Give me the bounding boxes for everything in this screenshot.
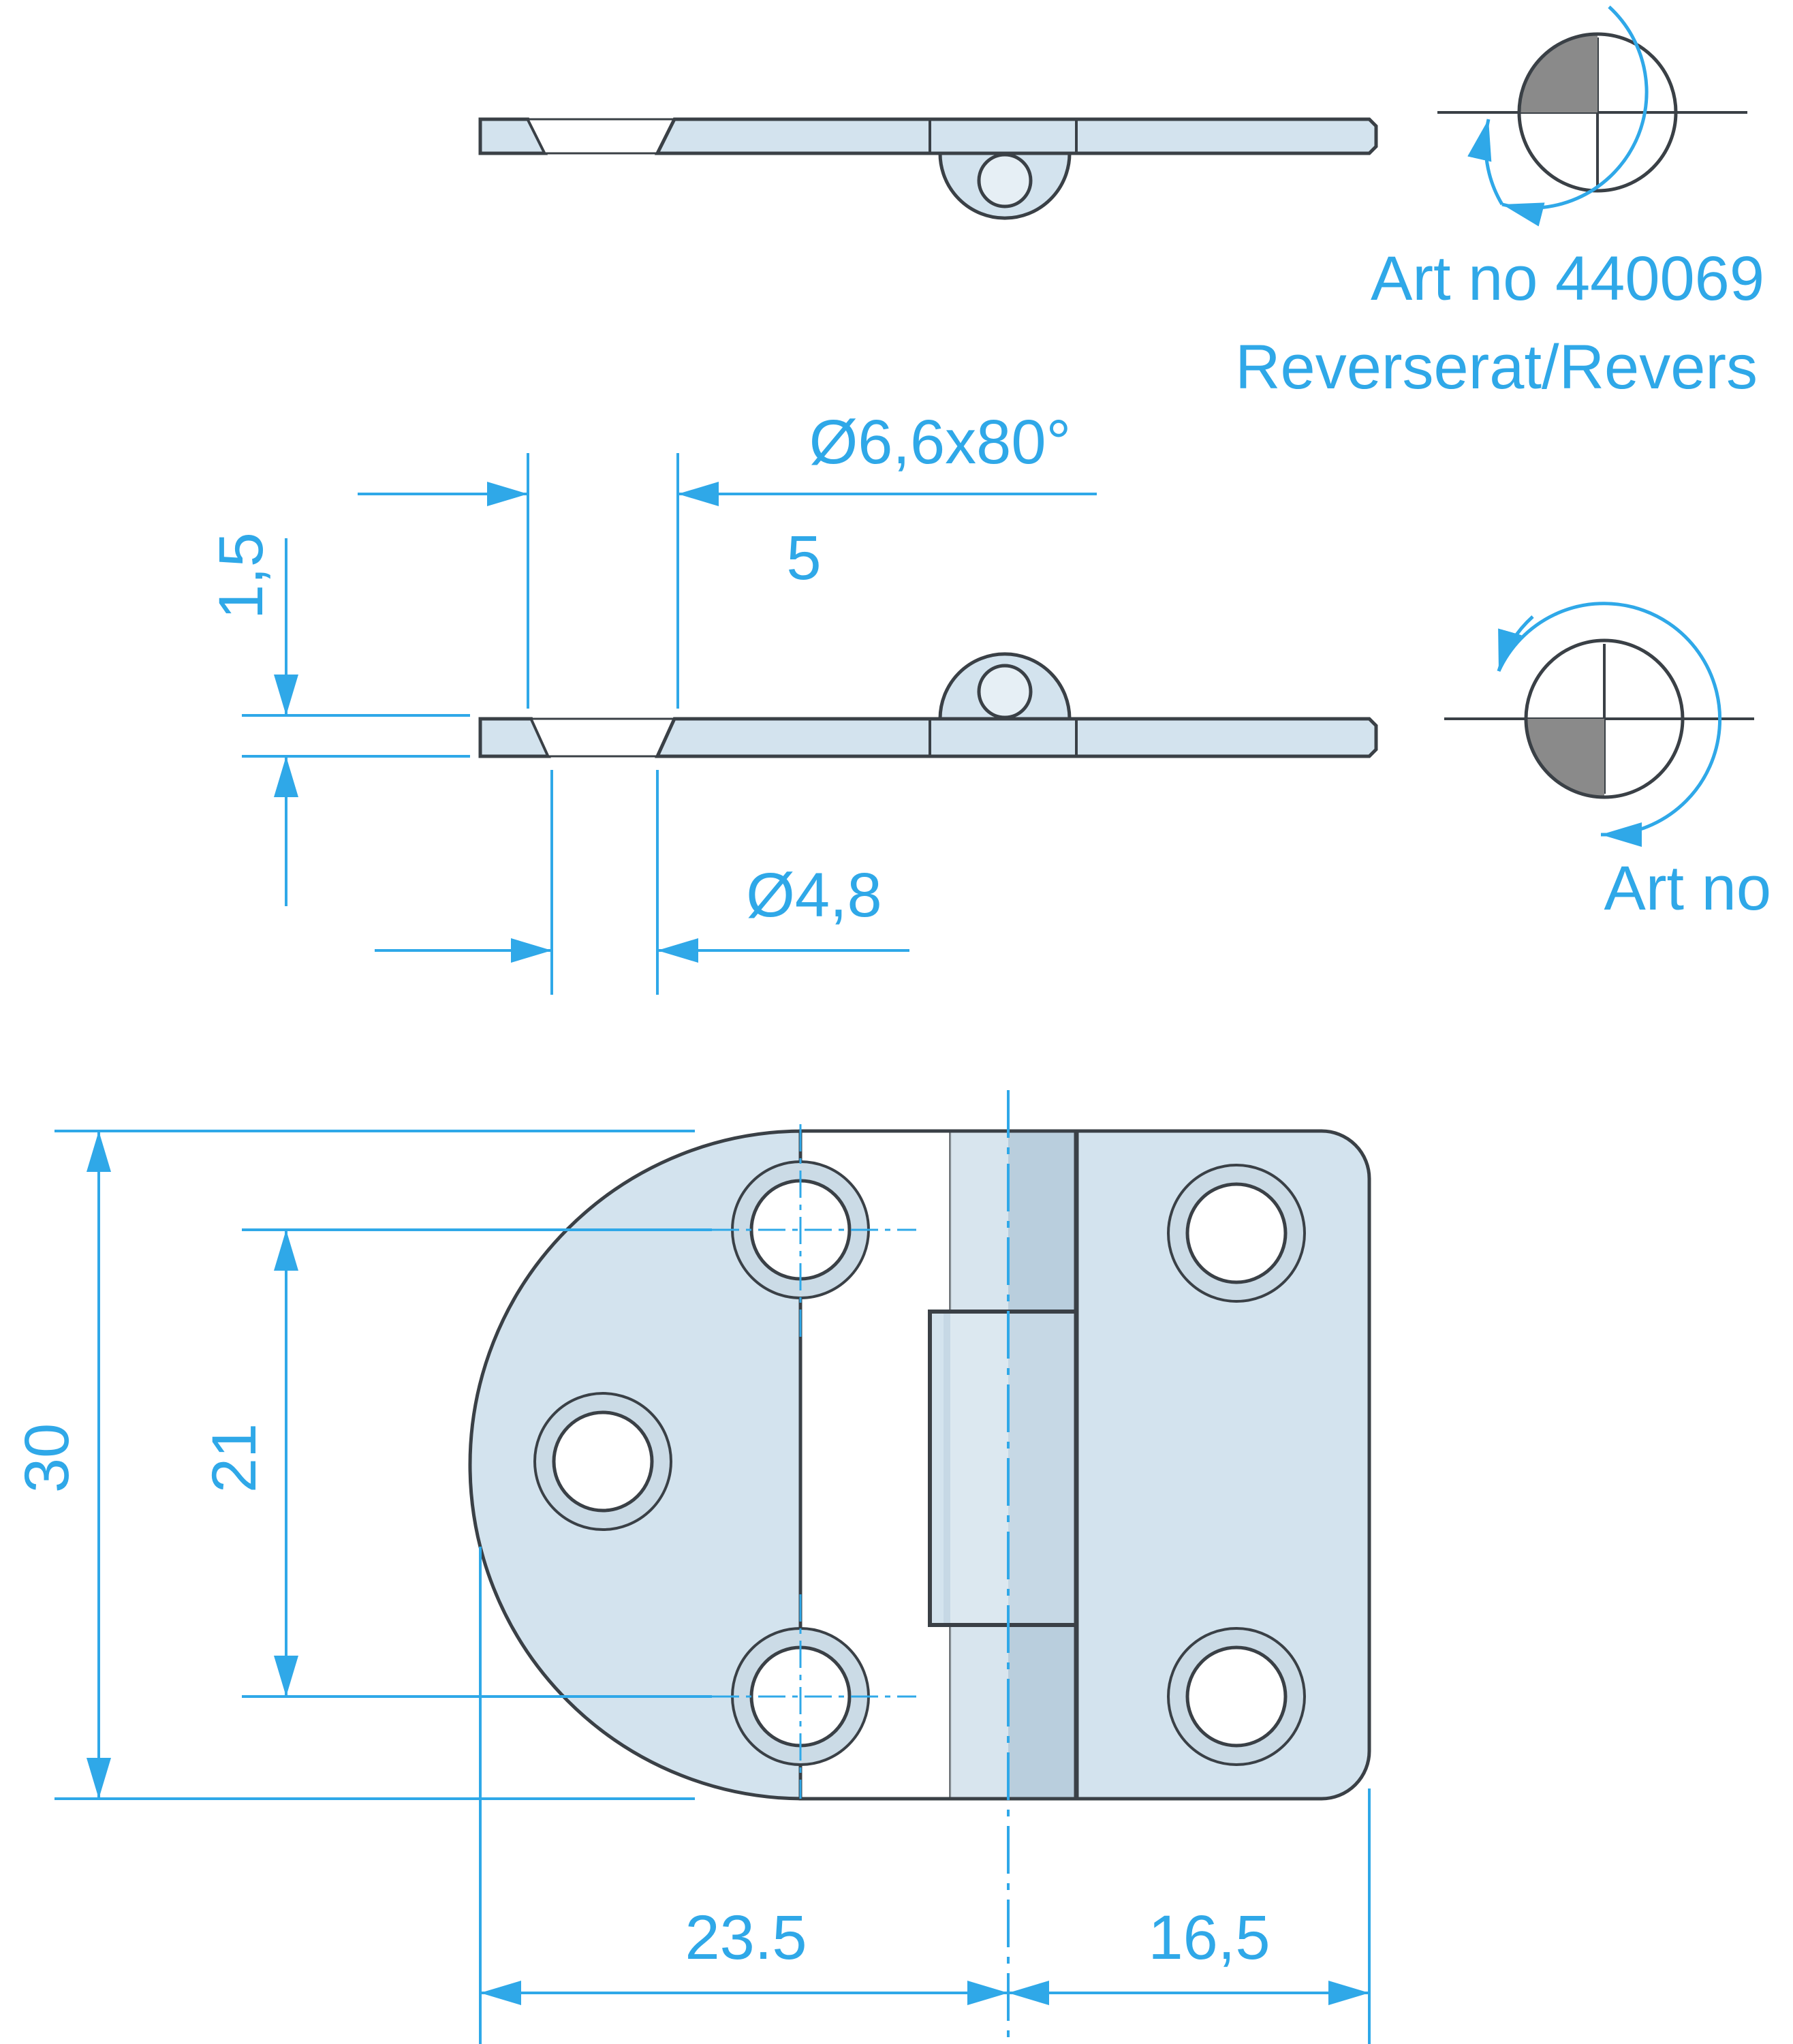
hinge-plan-view bbox=[468, 1090, 1371, 2044]
plate-side-top-right bbox=[654, 117, 1378, 155]
hole-middle-left bbox=[533, 1392, 672, 1531]
plate-side-mid-right bbox=[655, 717, 1378, 758]
side-view-normal bbox=[478, 652, 1378, 758]
hole-bottom-right bbox=[1167, 1627, 1306, 1766]
plate-side-mid-countersink bbox=[529, 717, 676, 758]
pin-side-mid bbox=[977, 664, 1033, 719]
thickness-label: 1,5 bbox=[206, 532, 276, 619]
height-total-label: 30 bbox=[12, 1423, 82, 1493]
hole-spacing-dimension bbox=[242, 1228, 712, 1698]
side-view-reversed bbox=[478, 117, 1378, 220]
thickness-dimension bbox=[242, 538, 470, 906]
plate-side-top-countersink bbox=[526, 118, 676, 155]
art-no-bottom-label: Art no bbox=[1604, 854, 1771, 923]
rotation-symbol-top bbox=[1437, 5, 1747, 227]
art-no-top-label: Art no 440069 bbox=[1371, 244, 1764, 313]
hole-diameter-dimension bbox=[375, 770, 909, 995]
rotation-symbol-bottom bbox=[1444, 602, 1754, 847]
width-right-label: 16,5 bbox=[1148, 1903, 1270, 1972]
countersink-depth-label: 5 bbox=[786, 523, 821, 593]
height-dimension bbox=[54, 1130, 695, 1800]
pin-side-top bbox=[977, 153, 1033, 208]
hole-spacing-label: 21 bbox=[200, 1423, 269, 1493]
width-left-label: 23.5 bbox=[685, 1903, 807, 1972]
reversed-label: Reverserat/Revers bbox=[1235, 332, 1758, 402]
hole-diameter-label: Ø4,8 bbox=[746, 861, 882, 930]
countersink-label: Ø6,6x80° bbox=[809, 407, 1072, 477]
width-dimensions bbox=[479, 1547, 1371, 2044]
countersink-dimension bbox=[358, 453, 1097, 709]
hole-top-right bbox=[1167, 1164, 1306, 1303]
knuckle-highlight bbox=[950, 1131, 1008, 1799]
